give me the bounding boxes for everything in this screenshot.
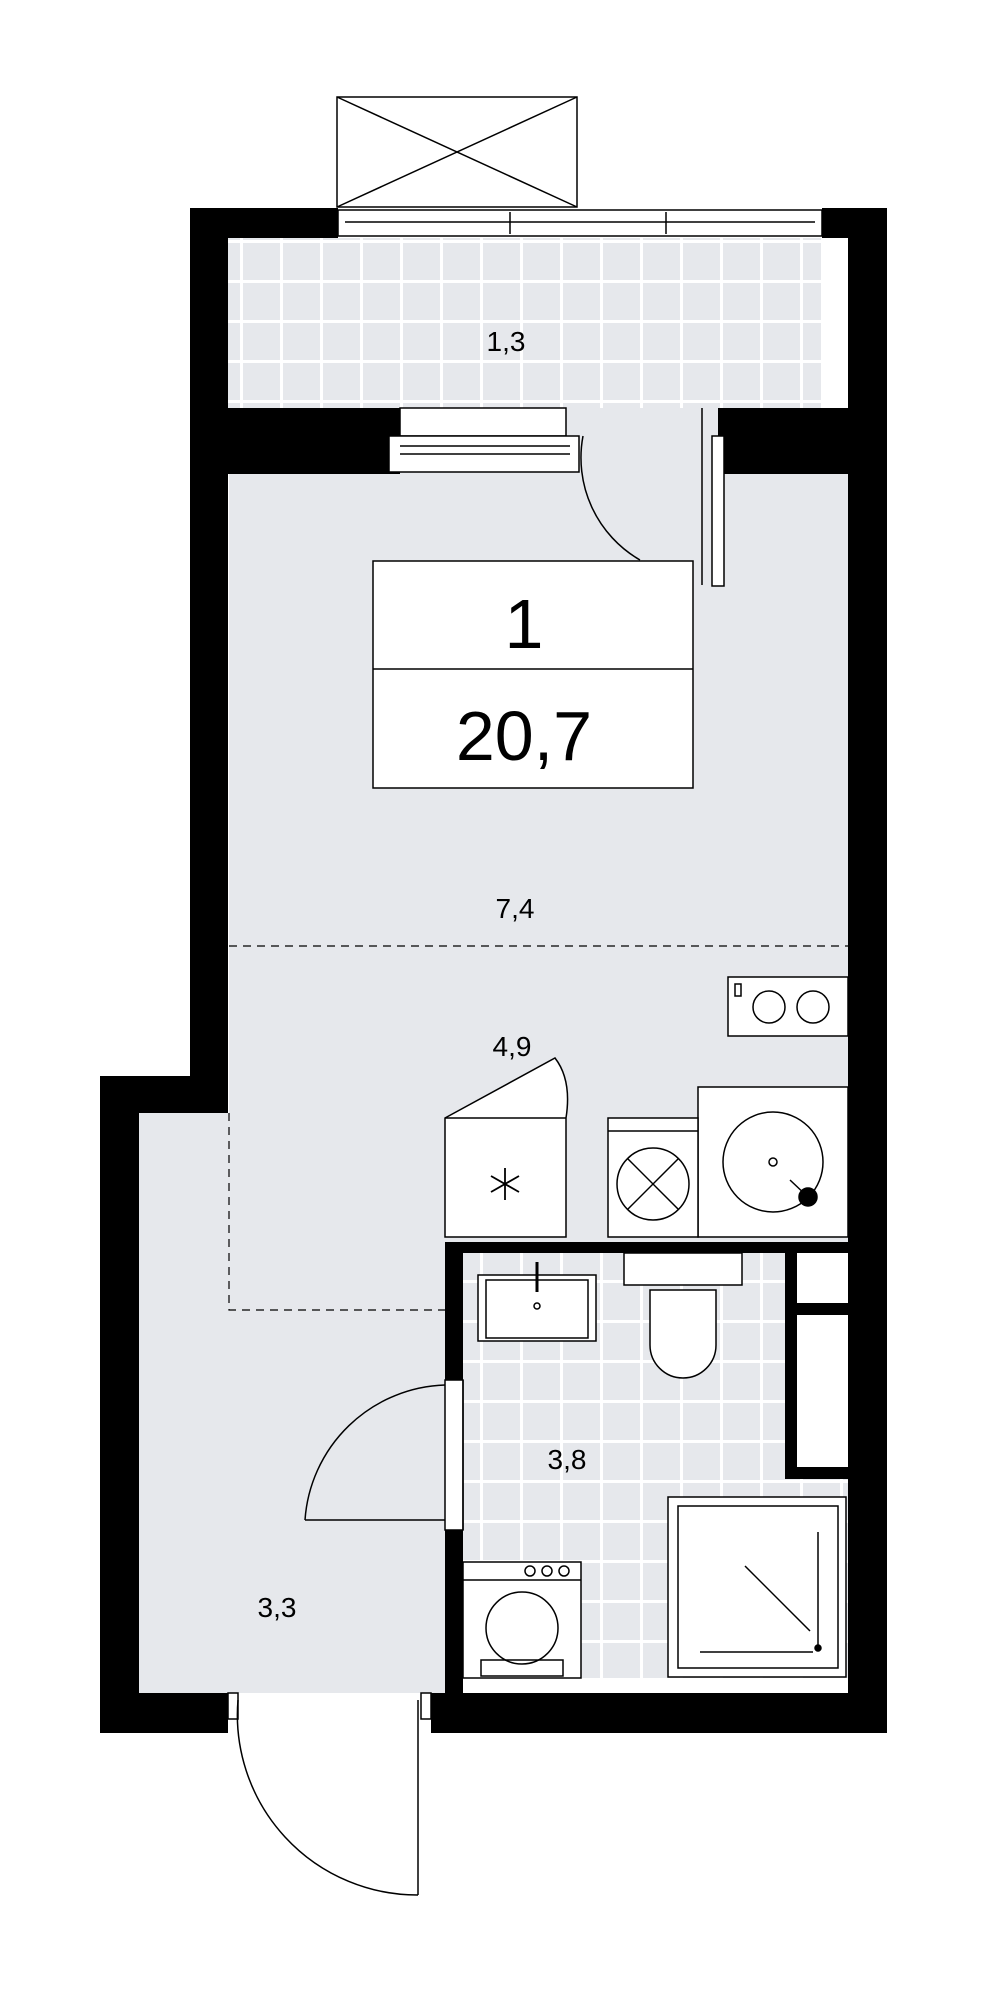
hob <box>727 976 849 1037</box>
washing-machine <box>462 1561 582 1679</box>
area-labels: 1,3 7,4 4,9 3,8 3,3 <box>258 326 587 1623</box>
shaft-inner-top <box>797 1253 848 1303</box>
shaft-inner-bottom <box>797 1315 848 1467</box>
washbasin <box>477 1262 597 1342</box>
wall-outer-left-upper <box>190 208 228 1083</box>
wall-bath-left-upper <box>445 1242 463 1380</box>
living-area: 7,4 <box>496 893 535 924</box>
ac-unit <box>336 96 578 208</box>
balcony-floor <box>228 238 821 408</box>
bathroom-area: 3,8 <box>548 1444 587 1475</box>
shower <box>667 1496 847 1678</box>
hallway-area: 3,3 <box>258 1592 297 1623</box>
kitchen <box>444 976 849 1238</box>
hallway-floor <box>139 1113 448 1693</box>
wall-bottom-right <box>431 1693 887 1733</box>
balcony-area: 1,3 <box>487 326 526 357</box>
room-count: 1 <box>505 585 544 663</box>
wall-outer-left-lower <box>100 1076 139 1733</box>
dishwasher <box>607 1117 699 1238</box>
fridge <box>444 1057 569 1238</box>
wall-bottom-left <box>100 1693 228 1733</box>
balcony-window <box>337 209 823 237</box>
wall-bath-left-lower <box>445 1530 463 1693</box>
wall-balcony-right <box>718 408 848 474</box>
balcony-door <box>580 408 725 587</box>
entrance-door <box>227 1692 432 1896</box>
wall-balcony-left <box>190 408 400 474</box>
kitchen-area: 4,9 <box>493 1031 532 1062</box>
total-area: 20,7 <box>456 697 592 775</box>
sink <box>697 1086 849 1238</box>
wall-outer-right <box>848 208 887 1733</box>
toilet <box>623 1252 743 1379</box>
balcony-door-window <box>388 407 580 473</box>
bathroom <box>462 1252 847 1679</box>
apartment-label-box: 1 20,7 <box>372 560 694 789</box>
zone-dividers <box>228 945 848 1311</box>
bathroom-door <box>304 1379 464 1531</box>
wall-bath-top <box>445 1242 848 1253</box>
